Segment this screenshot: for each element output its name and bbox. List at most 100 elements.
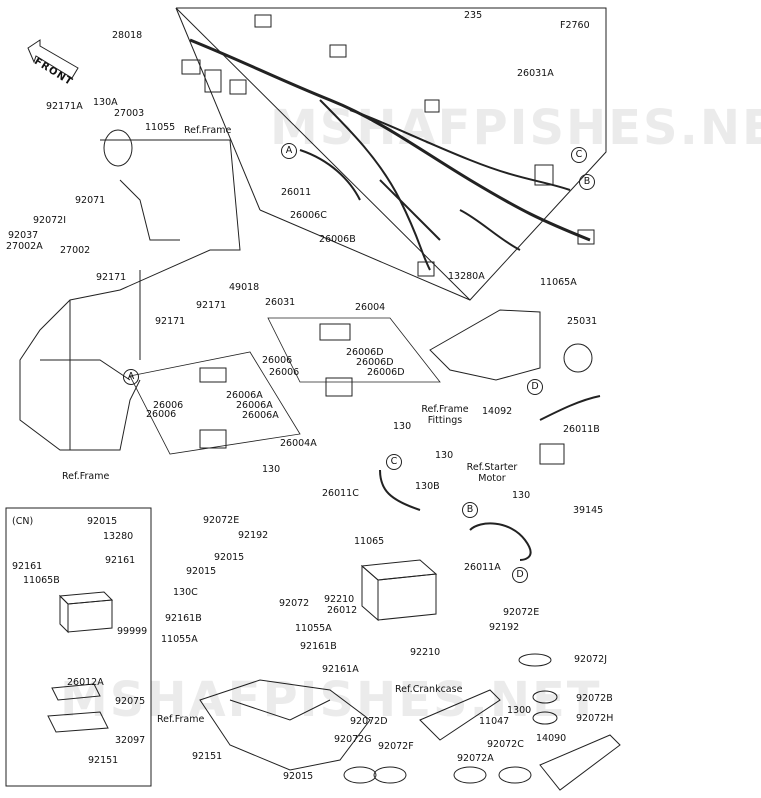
part-label: 26006B: [319, 234, 356, 245]
part-label: 92072B: [576, 693, 613, 704]
cover-14090: [539, 734, 621, 791]
part-label: 130: [435, 450, 454, 461]
callout-b: B: [579, 174, 595, 190]
part-label: 26006: [262, 355, 293, 366]
part-label: 92171: [196, 300, 227, 311]
part-label: 92072D: [350, 716, 388, 727]
part-label: 235: [464, 10, 483, 21]
callout-c: C: [571, 147, 587, 163]
part-label: 26006: [269, 367, 300, 378]
part-label: 92072E: [203, 515, 240, 526]
part-label: 130B: [415, 481, 440, 492]
callout-d: D: [527, 379, 543, 395]
part-label: 26006C: [290, 210, 327, 221]
part-label: 92015: [87, 516, 118, 527]
part-label: 92161: [12, 561, 43, 572]
part-label: 92072H: [576, 713, 614, 724]
part-label: 92072I: [33, 215, 67, 226]
diagram-code: F2760: [560, 20, 590, 31]
part-label: 26031: [265, 297, 296, 308]
part-label: 92072F: [378, 741, 414, 752]
part-label: 27003: [114, 108, 145, 119]
part-label: 26031A: [517, 68, 554, 79]
part-label: 92171A: [46, 101, 83, 112]
ref-label: Ref.Frame: [62, 471, 110, 482]
horn: [103, 129, 133, 167]
part-label: 26012: [327, 605, 358, 616]
cn-inset-box: [5, 507, 152, 787]
part-label: 92210: [410, 647, 441, 658]
part-label: 26012A: [67, 677, 104, 688]
harness-box-outline: [175, 7, 607, 301]
part-label: 92072G: [334, 734, 372, 745]
part-label: 26006: [146, 409, 177, 420]
part-label: 13280: [103, 531, 134, 542]
part-label: 26006A: [226, 390, 263, 401]
part-label: 92072J: [574, 654, 608, 665]
part-label: 92015: [186, 566, 217, 577]
callout-a: A: [123, 369, 139, 385]
part-label: 26011A: [464, 562, 501, 573]
part-label: 26004A: [280, 438, 317, 449]
part-label: 92161A: [322, 664, 359, 675]
part-label: 14092: [482, 406, 513, 417]
part-label: 27002: [60, 245, 91, 256]
part-label: 130C: [173, 587, 198, 598]
cn-battery: [58, 591, 114, 634]
part-label: 92071: [75, 195, 106, 206]
part-label: 26006D: [346, 347, 384, 358]
part-label: 27002A: [6, 241, 43, 252]
part-label: 14090: [536, 733, 567, 744]
part-label: 26006D: [367, 367, 405, 378]
part-label: 130: [512, 490, 531, 501]
ref-label: Ref.Frame Fittings: [421, 404, 469, 426]
part-label: 130A: [93, 97, 118, 108]
callout-c: C: [386, 454, 402, 470]
part-label: 92015: [214, 552, 245, 563]
part-label: 92192: [489, 622, 520, 633]
relay-box-26004A: [129, 351, 301, 455]
part-label: 92161B: [300, 641, 337, 652]
part-label: 130: [262, 464, 281, 475]
watermark-bottom: MSHAFPISHES.NET: [60, 672, 602, 728]
part-label: 92075: [115, 696, 146, 707]
part-label: 92161B: [165, 613, 202, 624]
ref-label: Ref.Frame: [184, 125, 232, 136]
frame-fitting: [429, 309, 541, 381]
part-label: 92192: [238, 530, 269, 541]
ref-label: Ref.Frame: [157, 714, 205, 725]
cap: [563, 343, 593, 373]
part-label: 11065B: [23, 575, 60, 586]
part-label: 26006A: [242, 410, 279, 421]
part-label: 26004: [355, 302, 386, 313]
part-label: 28018: [112, 30, 143, 41]
part-label: 26011B: [563, 424, 600, 435]
part-label: 26011C: [322, 488, 359, 499]
part-label: 26006A: [236, 400, 273, 411]
part-label: 32097: [115, 735, 146, 746]
ref-label: Ref.Crankcase: [395, 684, 463, 695]
part-label: 92037: [8, 230, 39, 241]
part-label: 92171: [96, 272, 127, 283]
watermark-top: MSHAFPISHES.NET: [270, 100, 761, 156]
battery-tray: [199, 679, 371, 771]
part-label: 92072C: [487, 739, 524, 750]
part-label: 92015: [283, 771, 314, 782]
callout-b: B: [462, 502, 478, 518]
part-label: 130: [393, 421, 412, 432]
part-label: 92072E: [503, 607, 540, 618]
part-label: 99999: [117, 626, 148, 637]
part-label: 92072A: [457, 753, 494, 764]
battery-26012: [360, 559, 438, 622]
part-label: 26011: [281, 187, 312, 198]
ref-label: Ref.Starter Motor: [466, 462, 518, 484]
part-label: 26006D: [356, 357, 394, 368]
part-label: 26006: [153, 400, 184, 411]
part-label: 11055A: [161, 634, 198, 645]
part-label: 11065A: [540, 277, 577, 288]
relay-box-26004: [267, 317, 441, 383]
part-label: 25031: [567, 316, 598, 327]
part-label: 13280A: [448, 271, 485, 282]
